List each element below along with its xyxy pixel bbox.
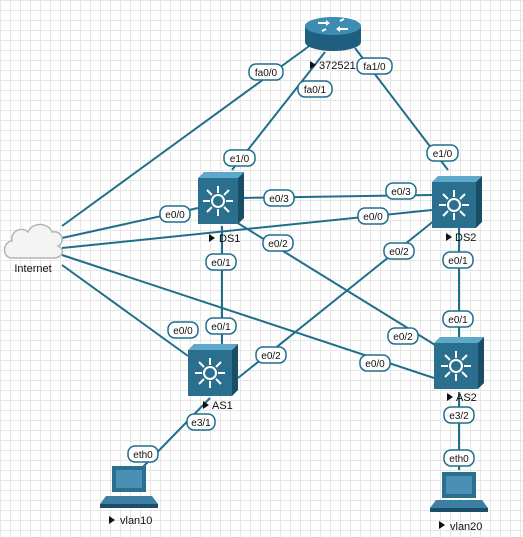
svg-text:e0/3: e0/3 [391, 187, 411, 198]
ds2-label: DS2 [455, 232, 476, 244]
as1-node[interactable]: AS1 [188, 344, 238, 412]
svg-text:e0/1: e0/1 [211, 258, 231, 269]
multilayer-switch-icon [434, 337, 484, 389]
iface-label-as2-e0-1: e0/1 [442, 310, 474, 328]
iface-label-ds2-e0-3: e0/3 [385, 182, 417, 200]
cloud-icon [3, 223, 64, 259]
svg-text:e0/1: e0/1 [448, 315, 468, 326]
iface-label-as1-e0-2: e0/2 [255, 346, 287, 364]
vlan20-expand-arrow [439, 521, 445, 529]
svg-text:fa1/0: fa1/0 [363, 62, 386, 73]
internet-label: Internet [14, 263, 51, 275]
iface-label-as1-e0-0: e0/0 [167, 321, 199, 339]
iface-label-ds2-e0-1: e0/1 [442, 251, 474, 269]
as2-label: AS2 [456, 392, 477, 404]
svg-text:e0/2: e0/2 [268, 239, 288, 250]
router-node[interactable]: 372521 [305, 17, 361, 72]
ds1-label: DS1 [219, 233, 240, 245]
as2-expand-arrow [447, 393, 453, 401]
as2-node[interactable]: AS2 [434, 337, 484, 404]
iface-label-as2-e0-0: e0/0 [359, 354, 391, 372]
ds2-expand-arrow [446, 233, 452, 241]
iface-label-ds2-e1-0: e1/0 [426, 144, 459, 162]
svg-text:eth0: eth0 [133, 450, 153, 461]
pc-icon [100, 466, 158, 508]
svg-text:e0/2: e0/2 [261, 351, 281, 362]
multilayer-switch-icon [198, 172, 244, 224]
pc-icon [430, 472, 488, 512]
router-icon [305, 17, 361, 51]
vlan10-expand-arrow [109, 516, 115, 524]
vlan20-node[interactable]: vlan20 [430, 472, 488, 533]
iface-label-ds1-e0-2: e0/2 [262, 234, 294, 252]
iface-label-ds2-e0-0: e0/0 [357, 207, 389, 225]
svg-text:fa0/1: fa0/1 [304, 85, 327, 96]
internet-node[interactable]: Internet [3, 223, 64, 276]
svg-text:e0/0: e0/0 [363, 212, 383, 223]
ds1-node[interactable]: DS1 [198, 172, 244, 245]
vlan10-label: vlan10 [120, 515, 152, 527]
iface-label-ds1-e1-0: e1/0 [223, 149, 256, 167]
svg-text:e0/0: e0/0 [365, 359, 385, 370]
multilayer-switch-icon [188, 344, 238, 396]
link-internet-as1[interactable] [61, 264, 189, 357]
iface-label-vlan20-eth0: eth0 [443, 449, 475, 467]
vlan10-node[interactable]: vlan10 [100, 466, 158, 527]
ds2-node[interactable]: DS2 [432, 176, 482, 244]
svg-text:e0/0: e0/0 [173, 326, 193, 337]
iface-label-router-fa0-0: fa0/0 [248, 63, 284, 81]
iface-label-vlan10-eth0: eth0 [127, 445, 159, 463]
svg-text:e0/2: e0/2 [393, 332, 413, 343]
iface-label-router-fa1-0: fa1/0 [356, 57, 393, 75]
multilayer-switch-icon [432, 176, 482, 228]
svg-text:e1/0: e1/0 [433, 149, 453, 160]
iface-label-ds1-e0-1: e0/1 [205, 253, 237, 271]
svg-text:e3/2: e3/2 [449, 411, 469, 422]
interface-labels: fa0/0 fa0/1 e1/0 fa1/0 e1/0 e0/3 [127, 57, 475, 467]
svg-text:e3/1: e3/1 [191, 418, 211, 429]
iface-label-ds2-e0-2: e0/2 [383, 242, 415, 260]
iface-label-ds1-e0-0: e0/0 [159, 205, 191, 223]
iface-label-as2-e0-2: e0/2 [387, 327, 419, 345]
as1-label: AS1 [212, 400, 233, 412]
svg-text:e0/3: e0/3 [269, 194, 289, 205]
iface-label-as2-e3-2: e3/2 [443, 406, 475, 424]
svg-text:e0/2: e0/2 [389, 247, 409, 258]
vlan20-label: vlan20 [450, 521, 482, 533]
svg-text:fa0/0: fa0/0 [255, 68, 278, 79]
as1-expand-arrow [203, 401, 209, 409]
svg-text:eth0: eth0 [449, 454, 469, 465]
iface-label-as1-e3-1: e3/1 [186, 413, 216, 431]
router-label: 372521 [319, 60, 356, 72]
svg-text:e0/0: e0/0 [165, 210, 185, 221]
svg-text:e0/1: e0/1 [448, 256, 468, 267]
svg-text:e0/1: e0/1 [211, 322, 231, 333]
ds1-expand-arrow [209, 234, 215, 242]
router-expand-arrow [310, 61, 316, 69]
iface-label-ds1-e0-3: e0/3 [263, 189, 295, 207]
iface-label-router-fa0-1: fa0/1 [297, 80, 333, 98]
iface-label-as1-e0-1: e0/1 [205, 317, 237, 335]
svg-text:e1/0: e1/0 [230, 154, 250, 165]
